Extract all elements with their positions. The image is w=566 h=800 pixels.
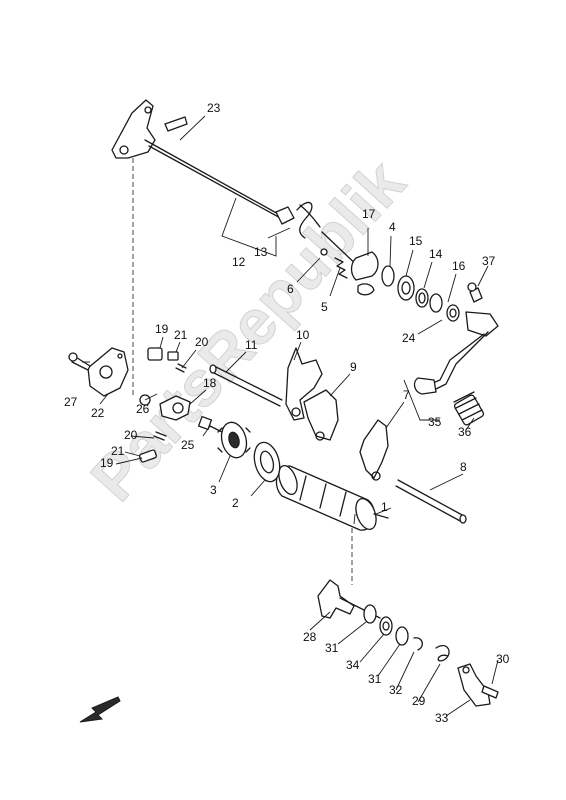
callout-15: 15 — [409, 234, 423, 248]
callout-7: 7 — [403, 388, 410, 402]
callout-5: 5 — [321, 300, 328, 314]
callout-10: 10 — [296, 328, 310, 342]
callout-19-lower: 19 — [100, 456, 114, 470]
shift-forks — [209, 347, 467, 524]
alignment-lines — [132, 158, 353, 585]
shift-drum — [275, 464, 389, 531]
callout-labels: 1 2 3 4 5 6 7 8 9 10 11 12 13 14 15 16 1… — [64, 101, 510, 725]
stopper-lever — [139, 347, 191, 463]
lower-shaft-assembly — [317, 579, 499, 707]
callout-17: 17 — [362, 207, 376, 221]
callout-31-upper: 31 — [325, 641, 339, 655]
callout-8: 8 — [460, 460, 467, 474]
washer-stack — [350, 251, 460, 322]
callout-20-lower: 20 — [124, 428, 138, 442]
callout-2: 2 — [232, 496, 239, 510]
callout-9: 9 — [350, 360, 357, 374]
callout-24: 24 — [402, 331, 416, 345]
callout-3: 3 — [210, 483, 217, 497]
callout-28: 28 — [303, 630, 317, 644]
shift-shaft — [111, 99, 363, 271]
callout-29: 29 — [412, 694, 426, 708]
callout-37: 37 — [482, 254, 496, 268]
callout-1: 1 — [381, 500, 388, 514]
callout-12: 12 — [232, 255, 246, 269]
leader-lines — [82, 115, 499, 717]
callout-25: 25 — [181, 438, 195, 452]
callout-35: 35 — [428, 415, 442, 429]
callout-20-upper: 20 — [195, 335, 209, 349]
callout-22: 22 — [91, 406, 105, 420]
callout-16: 16 — [452, 259, 466, 273]
cover-plate — [68, 347, 151, 406]
callout-11: 11 — [245, 338, 258, 352]
callout-21-lower: 21 — [111, 444, 125, 458]
callout-4: 4 — [389, 220, 396, 234]
callout-30: 30 — [496, 652, 510, 666]
callout-13: 13 — [254, 245, 268, 259]
callout-36: 36 — [458, 425, 472, 439]
callout-6: 6 — [287, 282, 294, 296]
callout-34: 34 — [346, 658, 360, 672]
callout-19-upper: 19 — [155, 322, 169, 336]
callout-23: 23 — [207, 101, 221, 115]
shift-pedal — [413, 282, 499, 426]
callout-31-lower: 31 — [368, 672, 382, 686]
callout-32: 32 — [389, 683, 403, 697]
callout-14: 14 — [429, 247, 443, 261]
front-direction-arrow — [79, 696, 121, 723]
bearing-and-gear — [197, 415, 281, 483]
springs-and-clips — [320, 248, 375, 296]
callout-27: 27 — [64, 395, 78, 409]
callout-18: 18 — [203, 376, 217, 390]
callout-26: 26 — [136, 402, 150, 416]
callout-33: 33 — [435, 711, 449, 725]
callout-21-upper: 21 — [174, 328, 188, 342]
